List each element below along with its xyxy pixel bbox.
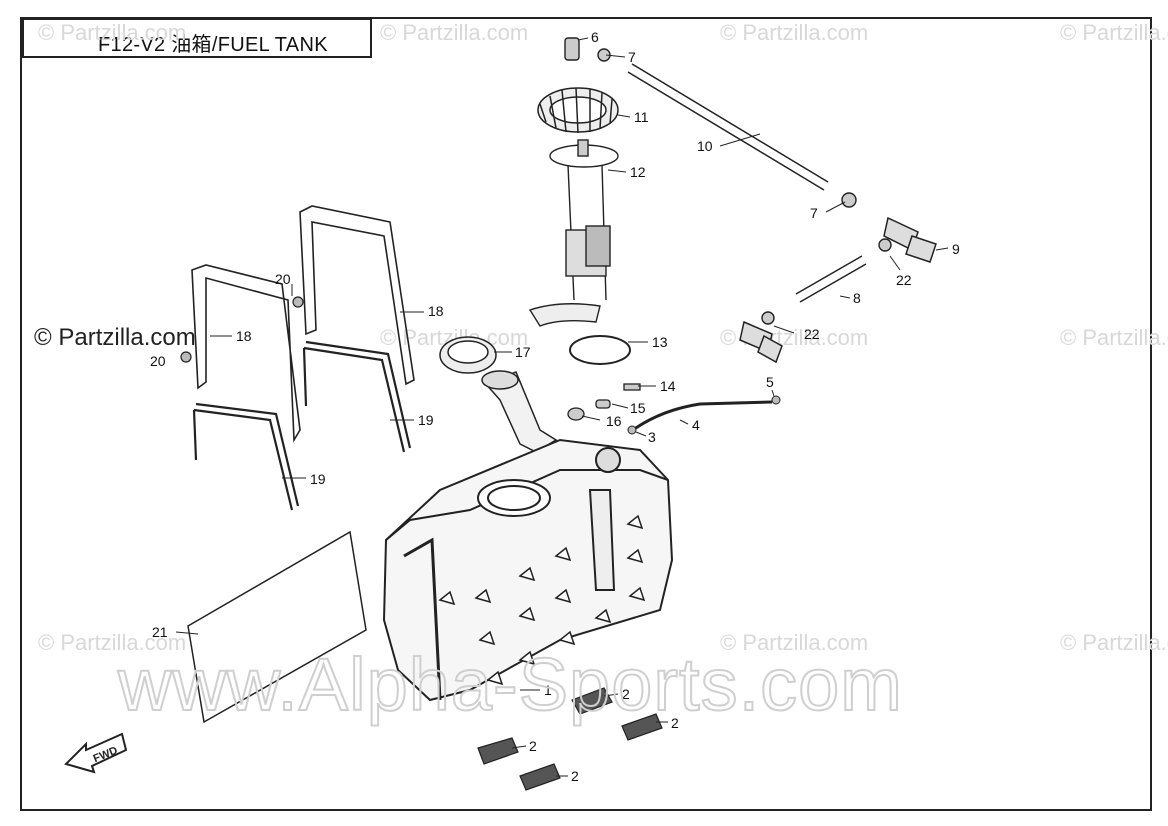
callout-14: 14 bbox=[660, 378, 676, 394]
callout-17: 17 bbox=[515, 344, 531, 360]
callout-10: 10 bbox=[697, 138, 713, 154]
callout-19: 19 bbox=[418, 412, 434, 428]
callout-1: 1 bbox=[544, 682, 552, 698]
callout-18: 18 bbox=[236, 328, 252, 344]
callout-7: 7 bbox=[810, 205, 818, 221]
filler-cap bbox=[439, 336, 497, 374]
watermark-partzilla: © Partzilla.com bbox=[1060, 325, 1168, 350]
fuel-hose-10 bbox=[627, 63, 829, 191]
callout-21: 21 bbox=[152, 624, 168, 640]
fwd-arrow: FWD bbox=[64, 732, 128, 774]
callout-20: 20 bbox=[275, 271, 291, 287]
o-ring bbox=[569, 335, 631, 365]
hose-clamps bbox=[564, 37, 892, 325]
callout-9: 9 bbox=[952, 241, 960, 257]
fuel-hose-8 bbox=[795, 255, 867, 303]
watermark-partzilla: © Partzilla.com bbox=[1060, 630, 1168, 655]
watermark-partzilla: © Partzilla.com bbox=[1060, 20, 1168, 45]
hose-clip-3 bbox=[627, 425, 637, 435]
bolts-20 bbox=[180, 296, 304, 363]
strap-pads bbox=[192, 340, 412, 511]
callout-6: 6 bbox=[591, 29, 599, 45]
warning-label bbox=[187, 530, 367, 724]
callout-15: 15 bbox=[630, 400, 646, 416]
callout-7: 7 bbox=[628, 49, 636, 65]
rubber-pads bbox=[477, 687, 663, 791]
callout-2: 2 bbox=[529, 738, 537, 754]
small-fittings bbox=[567, 383, 641, 421]
callout-3: 3 bbox=[648, 429, 656, 445]
callout-18: 18 bbox=[428, 303, 444, 319]
callout-labels: 6 7 11 12 10 7 9 22 8 22 13 17 14 15 16 … bbox=[150, 29, 960, 784]
tank-dimples bbox=[438, 514, 646, 686]
watermark-partzilla: © Partzilla.com bbox=[720, 630, 868, 655]
callout-22: 22 bbox=[896, 272, 912, 288]
leader-lines bbox=[175, 37, 949, 777]
callout-2: 2 bbox=[671, 715, 679, 731]
callout-19: 19 bbox=[310, 471, 326, 487]
hose-clip-5 bbox=[771, 395, 781, 405]
vent-hose bbox=[629, 400, 773, 434]
watermark-partzilla: © Partzilla.com bbox=[380, 20, 528, 45]
watermark-partzilla: © Partzilla.com bbox=[720, 20, 868, 45]
callout-16: 16 bbox=[606, 413, 622, 429]
callout-2: 2 bbox=[571, 768, 579, 784]
callout-5: 5 bbox=[766, 374, 774, 390]
quick-connector-9 bbox=[883, 216, 937, 263]
callout-8: 8 bbox=[853, 290, 861, 306]
page-title: F12-V2 油箱/FUEL TANK bbox=[98, 34, 328, 56]
watermark-partzilla-main: © Partzilla.com bbox=[34, 324, 196, 351]
fuel-pump bbox=[528, 139, 619, 327]
callout-12: 12 bbox=[630, 164, 646, 180]
quick-connector-22 bbox=[739, 320, 783, 364]
title-box bbox=[22, 18, 372, 58]
callout-11: 11 bbox=[634, 109, 649, 125]
lock-ring bbox=[537, 87, 619, 134]
callout-2: 2 bbox=[622, 686, 630, 702]
callout-13: 13 bbox=[652, 334, 668, 350]
tank-straps bbox=[191, 205, 415, 443]
callout-4: 4 bbox=[692, 417, 700, 433]
watermark-partzilla: © Partzilla.com bbox=[38, 20, 186, 45]
callout-22: 22 bbox=[804, 326, 820, 342]
drawing-frame bbox=[20, 17, 1152, 811]
watermark-partzilla: © Partzilla.com bbox=[38, 630, 186, 655]
filler-neck bbox=[481, 370, 558, 453]
watermark-alpha-sports: www.Alpha-Sports.com bbox=[117, 643, 903, 726]
callout-20: 20 bbox=[150, 353, 166, 369]
